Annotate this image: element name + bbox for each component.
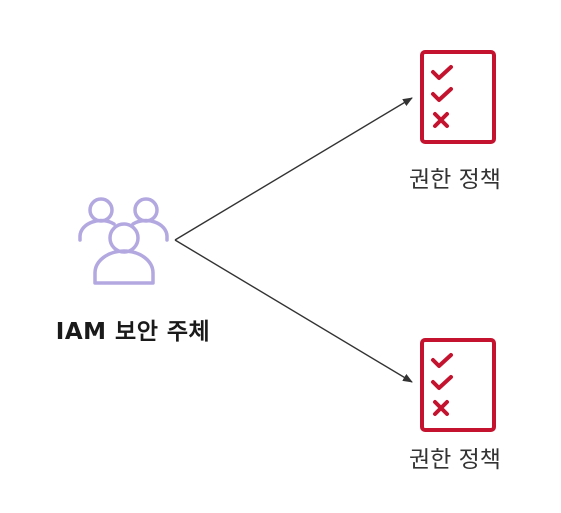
- users-group-icon: [78, 197, 169, 285]
- arrow-to-policy-1: [174, 97, 413, 241]
- principal-label: IAM 보안 주체: [55, 319, 211, 345]
- arrow-to-policy-2: [174, 239, 413, 383]
- policy-label-2: 권한 정책: [409, 447, 501, 473]
- policy-document-icon-1: [420, 50, 496, 144]
- policy-document-icon-2: [420, 338, 496, 432]
- policy-label-1: 권한 정책: [409, 167, 501, 193]
